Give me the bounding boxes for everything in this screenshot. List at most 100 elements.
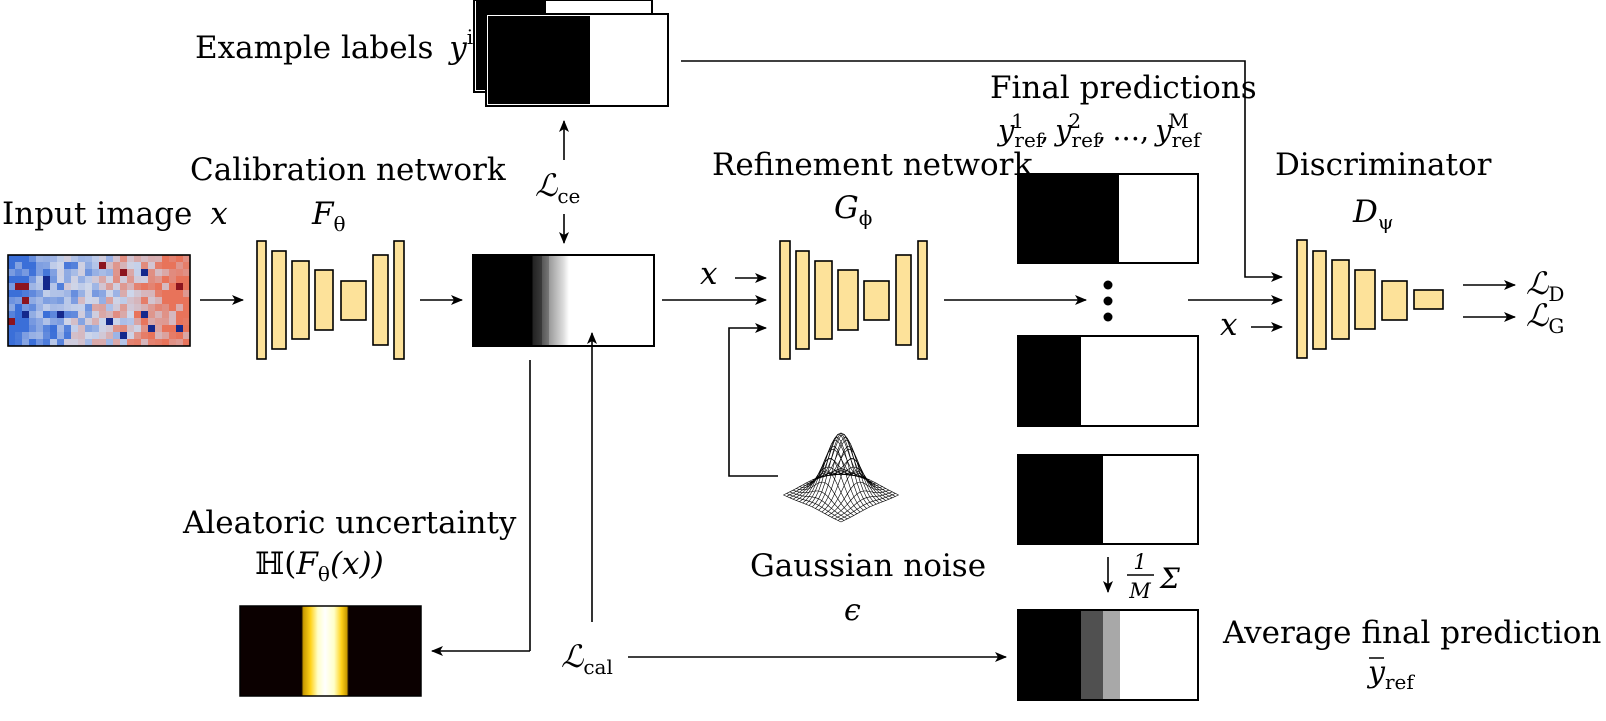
heatmap-cell bbox=[78, 311, 86, 319]
heatmap-cell bbox=[50, 255, 58, 263]
heatmap-cell bbox=[169, 262, 177, 270]
example-labels-label: Example labels yi bbox=[195, 25, 473, 66]
heatmap-cell bbox=[78, 290, 86, 298]
discriminator-input-x: x bbox=[1220, 307, 1238, 343]
heatmap-cell bbox=[57, 262, 65, 270]
heatmap-cell bbox=[92, 290, 100, 298]
vertical-ellipsis-icon bbox=[1103, 280, 1113, 322]
heatmap-cell bbox=[64, 325, 72, 333]
heatmap-cell bbox=[8, 255, 16, 263]
heatmap-cell bbox=[92, 276, 100, 284]
heatmap-cell bbox=[57, 311, 65, 319]
heatmap-cell bbox=[113, 290, 121, 298]
heatmap-cell bbox=[134, 269, 142, 277]
heatmap-cell bbox=[99, 255, 107, 263]
heatmap-cell bbox=[8, 276, 16, 284]
heatmap-cell bbox=[15, 318, 23, 326]
heatmap-cell bbox=[85, 318, 93, 326]
heatmap-cell bbox=[22, 339, 30, 347]
heatmap-cell bbox=[43, 290, 51, 298]
heatmap-cell bbox=[71, 332, 79, 340]
heatmap-cell bbox=[162, 290, 170, 298]
heatmap-cell bbox=[15, 332, 23, 340]
heatmap-cell bbox=[85, 255, 93, 263]
heatmap-cell bbox=[106, 339, 114, 347]
heatmap-cell bbox=[148, 318, 156, 326]
heatmap-cell bbox=[106, 255, 114, 263]
heatmap-cell bbox=[183, 339, 191, 347]
heatmap-cell bbox=[169, 311, 177, 319]
heatmap-cell bbox=[162, 339, 170, 347]
heatmap-cell bbox=[85, 290, 93, 298]
svg-text:Σ: Σ bbox=[1159, 562, 1180, 595]
heatmap-cell bbox=[71, 297, 79, 305]
gaussian-mesh-line bbox=[808, 436, 867, 509]
heatmap-cell bbox=[15, 339, 23, 347]
heatmap-cell bbox=[162, 332, 170, 340]
arrow-right-icon bbox=[728, 323, 778, 477]
loss-g-symbol: ℒG bbox=[1526, 298, 1564, 338]
heatmap-cell bbox=[141, 283, 149, 291]
heatmap-cell bbox=[8, 318, 16, 326]
heatmap-cell bbox=[155, 269, 163, 277]
heatmap-cell bbox=[64, 297, 72, 305]
heatmap-cell bbox=[43, 339, 51, 347]
heatmap-cell bbox=[92, 269, 100, 277]
heatmap-cell bbox=[43, 276, 51, 284]
heatmap-cell bbox=[57, 269, 65, 277]
heatmap-cell bbox=[113, 339, 121, 347]
heatmap-cell bbox=[22, 290, 30, 298]
heatmap-cell bbox=[36, 325, 44, 333]
heatmap-cell bbox=[64, 332, 72, 340]
heatmap-cell bbox=[50, 339, 58, 347]
heatmap-cell bbox=[176, 339, 184, 347]
heatmap-cell bbox=[183, 283, 191, 291]
heatmap-cell bbox=[169, 339, 177, 347]
heatmap-cell bbox=[43, 304, 51, 312]
svg-text:M: M bbox=[1128, 579, 1151, 603]
heatmap-cell bbox=[162, 255, 170, 263]
heatmap-cell bbox=[22, 255, 30, 263]
heatmap-cell bbox=[43, 255, 51, 263]
heatmap-cell bbox=[169, 332, 177, 340]
heatmap-cell bbox=[43, 325, 51, 333]
loss-cal-symbol: ℒcal bbox=[561, 639, 613, 679]
heatmap-cell bbox=[8, 283, 16, 291]
heatmap-cell bbox=[134, 290, 142, 298]
heatmap-cell bbox=[169, 290, 177, 298]
input-image-heatmap bbox=[8, 255, 191, 347]
heatmap-cell bbox=[36, 297, 44, 305]
heatmap-cell bbox=[50, 325, 58, 333]
aleatoric-uncertainty-map bbox=[239, 605, 422, 697]
heatmap-cell bbox=[85, 276, 93, 284]
heatmap-cell bbox=[148, 283, 156, 291]
heatmap-cell bbox=[176, 311, 184, 319]
heatmap-cell bbox=[134, 283, 142, 291]
heatmap-cell bbox=[169, 297, 177, 305]
heatmap-cell bbox=[141, 276, 149, 284]
heatmap-cell bbox=[183, 332, 191, 340]
gaussian-mesh-line bbox=[786, 493, 845, 521]
heatmap-cell bbox=[64, 262, 72, 270]
heatmap-cell bbox=[155, 325, 163, 333]
heatmap-cell bbox=[176, 297, 184, 305]
heatmap-cell bbox=[183, 290, 191, 298]
heatmap-cell bbox=[78, 269, 86, 277]
heatmap-cell bbox=[22, 304, 30, 312]
heatmap-cell bbox=[148, 325, 156, 333]
heatmap-cell bbox=[85, 304, 93, 312]
heatmap-cell bbox=[85, 325, 93, 333]
heatmap-cell bbox=[71, 283, 79, 291]
heatmap-cell bbox=[29, 290, 37, 298]
heatmap-cell bbox=[155, 311, 163, 319]
heatmap-cell bbox=[43, 332, 51, 340]
discriminator-symbol: Dψ bbox=[1352, 194, 1394, 234]
heatmap-cell bbox=[50, 332, 58, 340]
heatmap-cell bbox=[36, 269, 44, 277]
heatmap-cell bbox=[43, 262, 51, 270]
heatmap-cell bbox=[141, 311, 149, 319]
heatmap-cell bbox=[64, 255, 72, 263]
heatmap-cell bbox=[29, 311, 37, 319]
heatmap-cell bbox=[78, 276, 86, 284]
heatmap-cell bbox=[71, 262, 79, 270]
